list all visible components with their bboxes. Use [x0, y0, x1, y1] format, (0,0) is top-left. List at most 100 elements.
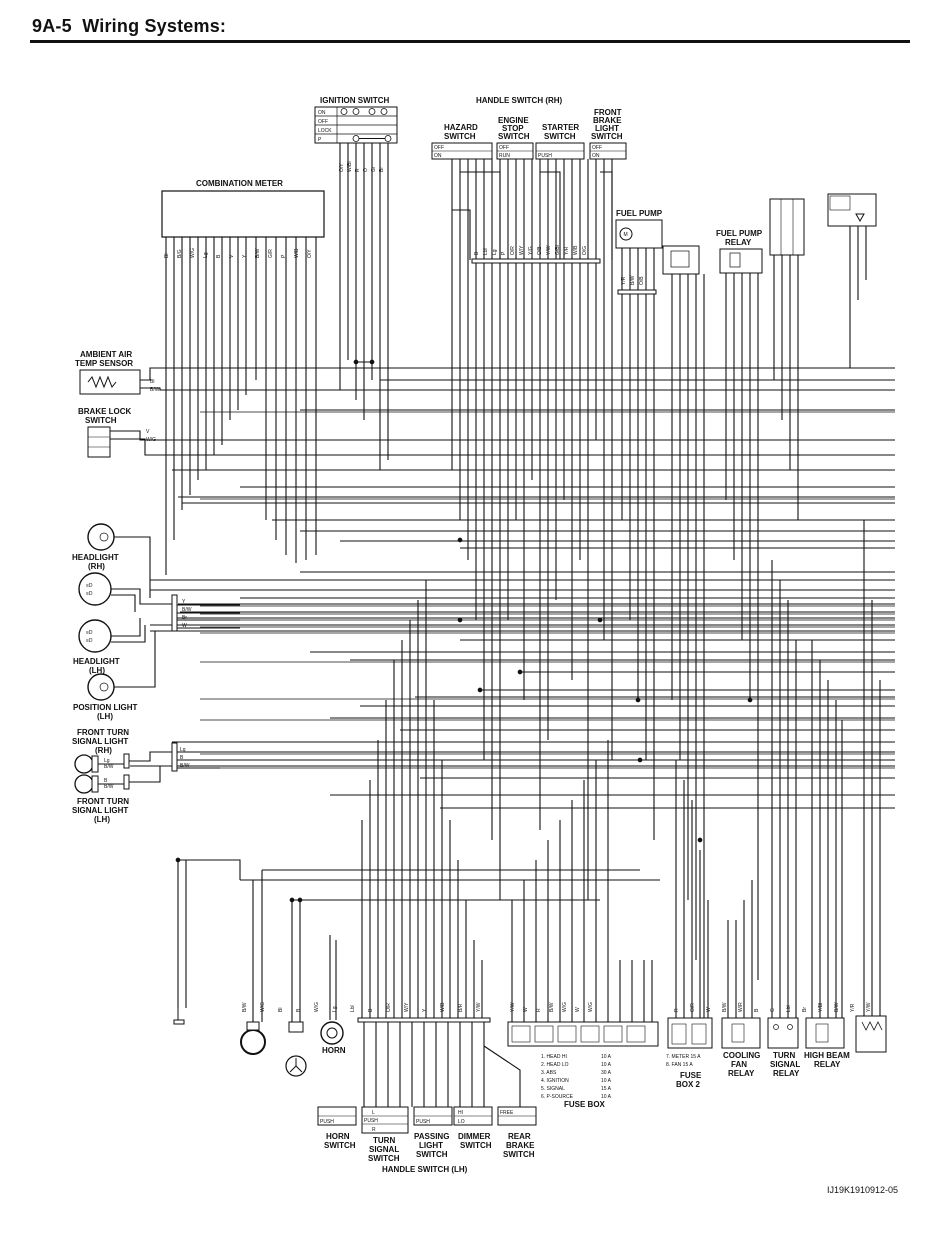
horn-label: HORN [322, 1046, 346, 1055]
wire-label-right-bottom: O/R [690, 1003, 696, 1012]
handle-rh-connector [471, 258, 601, 264]
wire-label-right-bottom: Y/Bl [818, 1003, 824, 1012]
wire-label-handle-lh: B/R [458, 1003, 464, 1012]
lh-lamp-glyph-2: ≡D [86, 638, 93, 644]
wire-harness [98, 143, 895, 1107]
wire-label-right-bottom: B/W [722, 1002, 728, 1012]
turn-rh-label-1: FRONT TURN [77, 728, 129, 737]
turn-rh-label-3: (RH) [95, 746, 112, 755]
handle-switch-rh: HANDLE SWITCH (RH) HAZARD SWITCH ENGINE … [431, 96, 627, 160]
wire-label-handle-rh: W/B [573, 245, 579, 255]
fuse-cell [534, 1025, 554, 1043]
high-beam-label-2: RELAY [814, 1060, 841, 1069]
fuse-amps: 10 A [601, 1078, 612, 1084]
rear-brake-label-3: SWITCH [503, 1150, 535, 1159]
turn-lh-label-1: FRONT TURN [77, 797, 129, 806]
headlight-rh-label-2: (RH) [88, 562, 105, 571]
wire-label-fuse-box: W [523, 1007, 529, 1012]
ambient-air-temp-sensor: AMBIENT AIR TEMP SENSOR [75, 350, 147, 395]
wire-label-handle-lh: O/R [386, 1003, 392, 1012]
wire-label-handle-rh: O/R [510, 246, 516, 255]
wire-label-brake-lock: W/G [146, 437, 156, 443]
handle-lh-connector [357, 1017, 491, 1023]
wire-label-turn-lh: B [104, 778, 108, 784]
brake-lock-label-1: BRAKE LOCK [78, 407, 132, 416]
fuse-box-2-label-1: FUSE [680, 1071, 702, 1080]
wire-label-turn-rh: Lg [104, 758, 110, 764]
starter-push: PUSH [538, 153, 552, 159]
cooling-fan-relay: COOLING FAN RELAY [721, 1017, 761, 1078]
ignition-switch-label: IGNITION SWITCH [320, 96, 390, 105]
rear-brake-free: FREE [500, 1110, 514, 1116]
wire-label-right-bottom: Y/R [850, 1003, 856, 1012]
passing-label-1: PASSING [414, 1132, 449, 1141]
hazard-off: OFF [434, 145, 444, 151]
wire-label-meter: B/W [255, 248, 261, 258]
fuse-amps: 10 A [601, 1094, 612, 1100]
wire-label-fuse-box: W/G [588, 1002, 594, 1012]
wire-label-meter: Bl [164, 254, 170, 258]
position-light-label-2: (LH) [97, 712, 113, 721]
headlight-lh-label-1: HEADLIGHT [73, 657, 120, 666]
wire-label-ambient: Bl [150, 379, 154, 385]
wire-label-handle-rh: W/Y [519, 245, 525, 255]
ign-off-label: OFF [318, 119, 328, 125]
wire-label-ignition: O/Y [339, 163, 345, 172]
wire-label-handle-rh: G/Bl [555, 245, 561, 255]
brake-off: OFF [592, 145, 602, 151]
wire-label-right-bottom: Br [802, 1007, 808, 1012]
wire-label-handle-lh: B [296, 1008, 302, 1012]
engine-stop-label-2: STOP [502, 124, 524, 133]
wire-label-fuse-box: Y/W [510, 1002, 516, 1012]
fuel-pump-relay-label-2: RELAY [725, 238, 752, 247]
rear-brake-label-2: BRAKE [506, 1141, 535, 1150]
turn-rh-label-2: SIGNAL LIGHT [72, 737, 128, 746]
wire-label-right-bottom: R [674, 1008, 680, 1012]
wire-label-turn-bus: Lg [180, 747, 186, 753]
front-brake-label-3: LIGHT [595, 124, 619, 133]
wire-label-fuse-box: B/W [549, 1002, 555, 1012]
stop-off: OFF [499, 145, 509, 151]
turn-push: PUSH [364, 1118, 378, 1124]
starter-switch-label-2: SWITCH [544, 132, 576, 141]
wire-label-turn-bus: B/W [180, 763, 190, 769]
wire-label-handle-lh: Y/W [476, 1002, 482, 1012]
ign-on-label: ON [318, 110, 326, 116]
turn-l: L [372, 1110, 375, 1116]
rh-lamp-glyph-1: ≡D [86, 583, 93, 589]
wire-label-right-bottom: G [770, 1008, 776, 1012]
ign-lock-label: LOCK [318, 128, 332, 134]
relay-box-top [662, 245, 700, 275]
wire-label-handle-rh: Y/R [564, 246, 570, 255]
wire-label-handle-lh: B [368, 1008, 374, 1012]
rear-brake-label-1: REAR [508, 1132, 531, 1141]
turn-relay-label-2: SIGNAL [770, 1060, 800, 1069]
wire-label-fuse-box: R [536, 1008, 542, 1012]
wire-label-right-bottom: Y/W [866, 1002, 872, 1012]
headlight-rh-label-1: HEADLIGHT [72, 553, 119, 562]
wire-label-meter: P [281, 254, 287, 258]
headlight-lh-label-2: (LH) [89, 666, 105, 675]
fuse-box-2: 7. METER 15 A8. FAN 15 A FUSE BOX 2 [666, 1017, 713, 1089]
horn-relay-clip [285, 1021, 307, 1077]
wire-label-right-bottom: W/R [738, 1002, 744, 1012]
engine-stop-label-3: SWITCH [498, 132, 530, 141]
fuse-amps: 10 A [601, 1062, 612, 1068]
wire-label-handle-rh: P [501, 251, 507, 255]
wire-label-turn-lh: B/W [104, 784, 114, 790]
hazard-on: ON [434, 153, 442, 159]
ambient-sensor-label-2: TEMP SENSOR [75, 359, 133, 368]
switch-box-top-right [827, 193, 877, 227]
wire-label-meter: V [229, 254, 235, 258]
wire-label-handle-lh: Y [422, 1008, 428, 1012]
front-brake-label-2: BRAKE [593, 116, 622, 125]
combination-meter: COMBINATION METER [161, 179, 325, 238]
high-beam-relay: HIGH BEAM RELAY [804, 1017, 850, 1069]
front-turn-signal-rh: FRONT TURN SIGNAL LIGHT (RH) [72, 728, 129, 774]
wire-label-handle-rh: O/G [582, 246, 588, 255]
wire-label-handle-lh: W/G [314, 1002, 320, 1012]
turn-r: R [372, 1127, 376, 1133]
connector-top-right [769, 198, 805, 256]
